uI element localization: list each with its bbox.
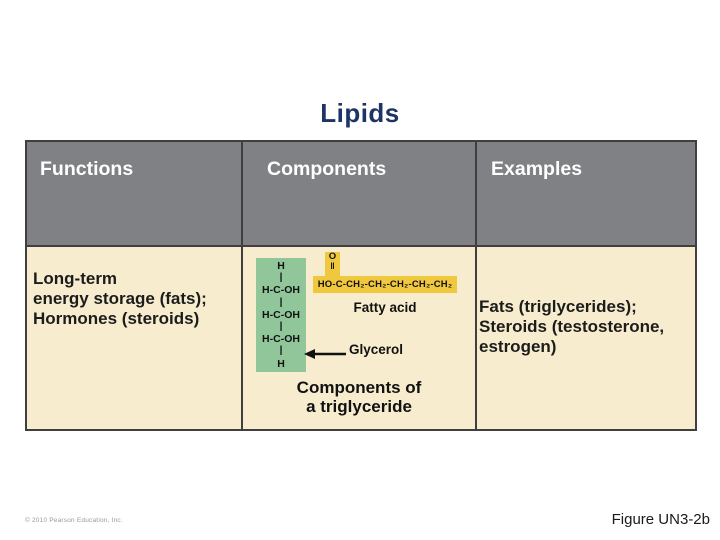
header-label-components: Components — [267, 158, 387, 180]
fatty-acid-formula-strip: HO-C-CH₂-CH₂-CH₂-CH₂-CH₂ — [313, 276, 457, 293]
fatty-acid-carbonyl-group: O ‖ — [325, 252, 340, 278]
glycerol-bond: | — [279, 345, 283, 357]
functions-line: Long-term — [33, 269, 118, 288]
examples-text: Fats (triglycerides); Steroids (testoste… — [477, 247, 695, 357]
left-arrow-icon — [304, 347, 346, 359]
figure-label: Figure UN3-2b — [611, 511, 710, 528]
double-bond-symbol: ‖ — [330, 261, 335, 271]
glycerol-bond: | — [279, 320, 283, 332]
header-cell-components: Components — [243, 142, 477, 247]
glycerol-atom-row: H-C-OH — [262, 308, 300, 321]
header-cell-functions: Functions — [27, 142, 243, 247]
examples-cell: Fats (triglycerides); Steroids (testoste… — [477, 247, 695, 429]
glycerol-bond: | — [279, 272, 283, 284]
glycerol-bond: | — [279, 296, 283, 308]
lipids-table: Functions Components Examples Long-term … — [25, 140, 697, 431]
functions-cell: Long-term energy storage (fats); Hormone… — [27, 247, 243, 429]
examples-line: Steroids (testosterone, — [479, 317, 665, 336]
caption-line: Components of — [296, 378, 422, 397]
header-cell-examples: Examples — [477, 142, 695, 247]
caption-line: a triglyceride — [306, 397, 412, 416]
glycerol-atom-row: H — [277, 357, 285, 370]
header-label-functions: Functions — [40, 158, 134, 180]
glycerol-label: Glycerol — [349, 342, 404, 357]
slide-title: Lipids — [320, 98, 400, 128]
glycerol-structure: H | H-C-OH | H-C-OH | H-C-OH | H — [256, 258, 306, 372]
glycerol-atom-row: H-C-OH — [262, 284, 300, 297]
functions-line: energy storage (fats); — [33, 289, 207, 308]
glycerol-atom-row: H — [277, 260, 285, 272]
examples-line: estrogen) — [479, 337, 557, 356]
glycerol-atom-row: H-C-OH — [262, 333, 300, 346]
functions-text: Long-term energy storage (fats); Hormone… — [27, 247, 241, 329]
functions-line: Hormones (steroids) — [33, 309, 200, 328]
carbonyl-oxygen-atom: O — [328, 251, 337, 262]
header-label-examples: Examples — [491, 158, 583, 180]
triglyceride-caption: Components of a triglyceride — [243, 378, 475, 416]
copyright-text: © 2010 Pearson Education, Inc. — [25, 517, 123, 524]
fatty-acid-label: Fatty acid — [353, 300, 417, 315]
components-cell: H | H-C-OH | H-C-OH | H-C-OH | H O ‖ HO-… — [243, 247, 477, 429]
examples-line: Fats (triglycerides); — [479, 297, 637, 316]
